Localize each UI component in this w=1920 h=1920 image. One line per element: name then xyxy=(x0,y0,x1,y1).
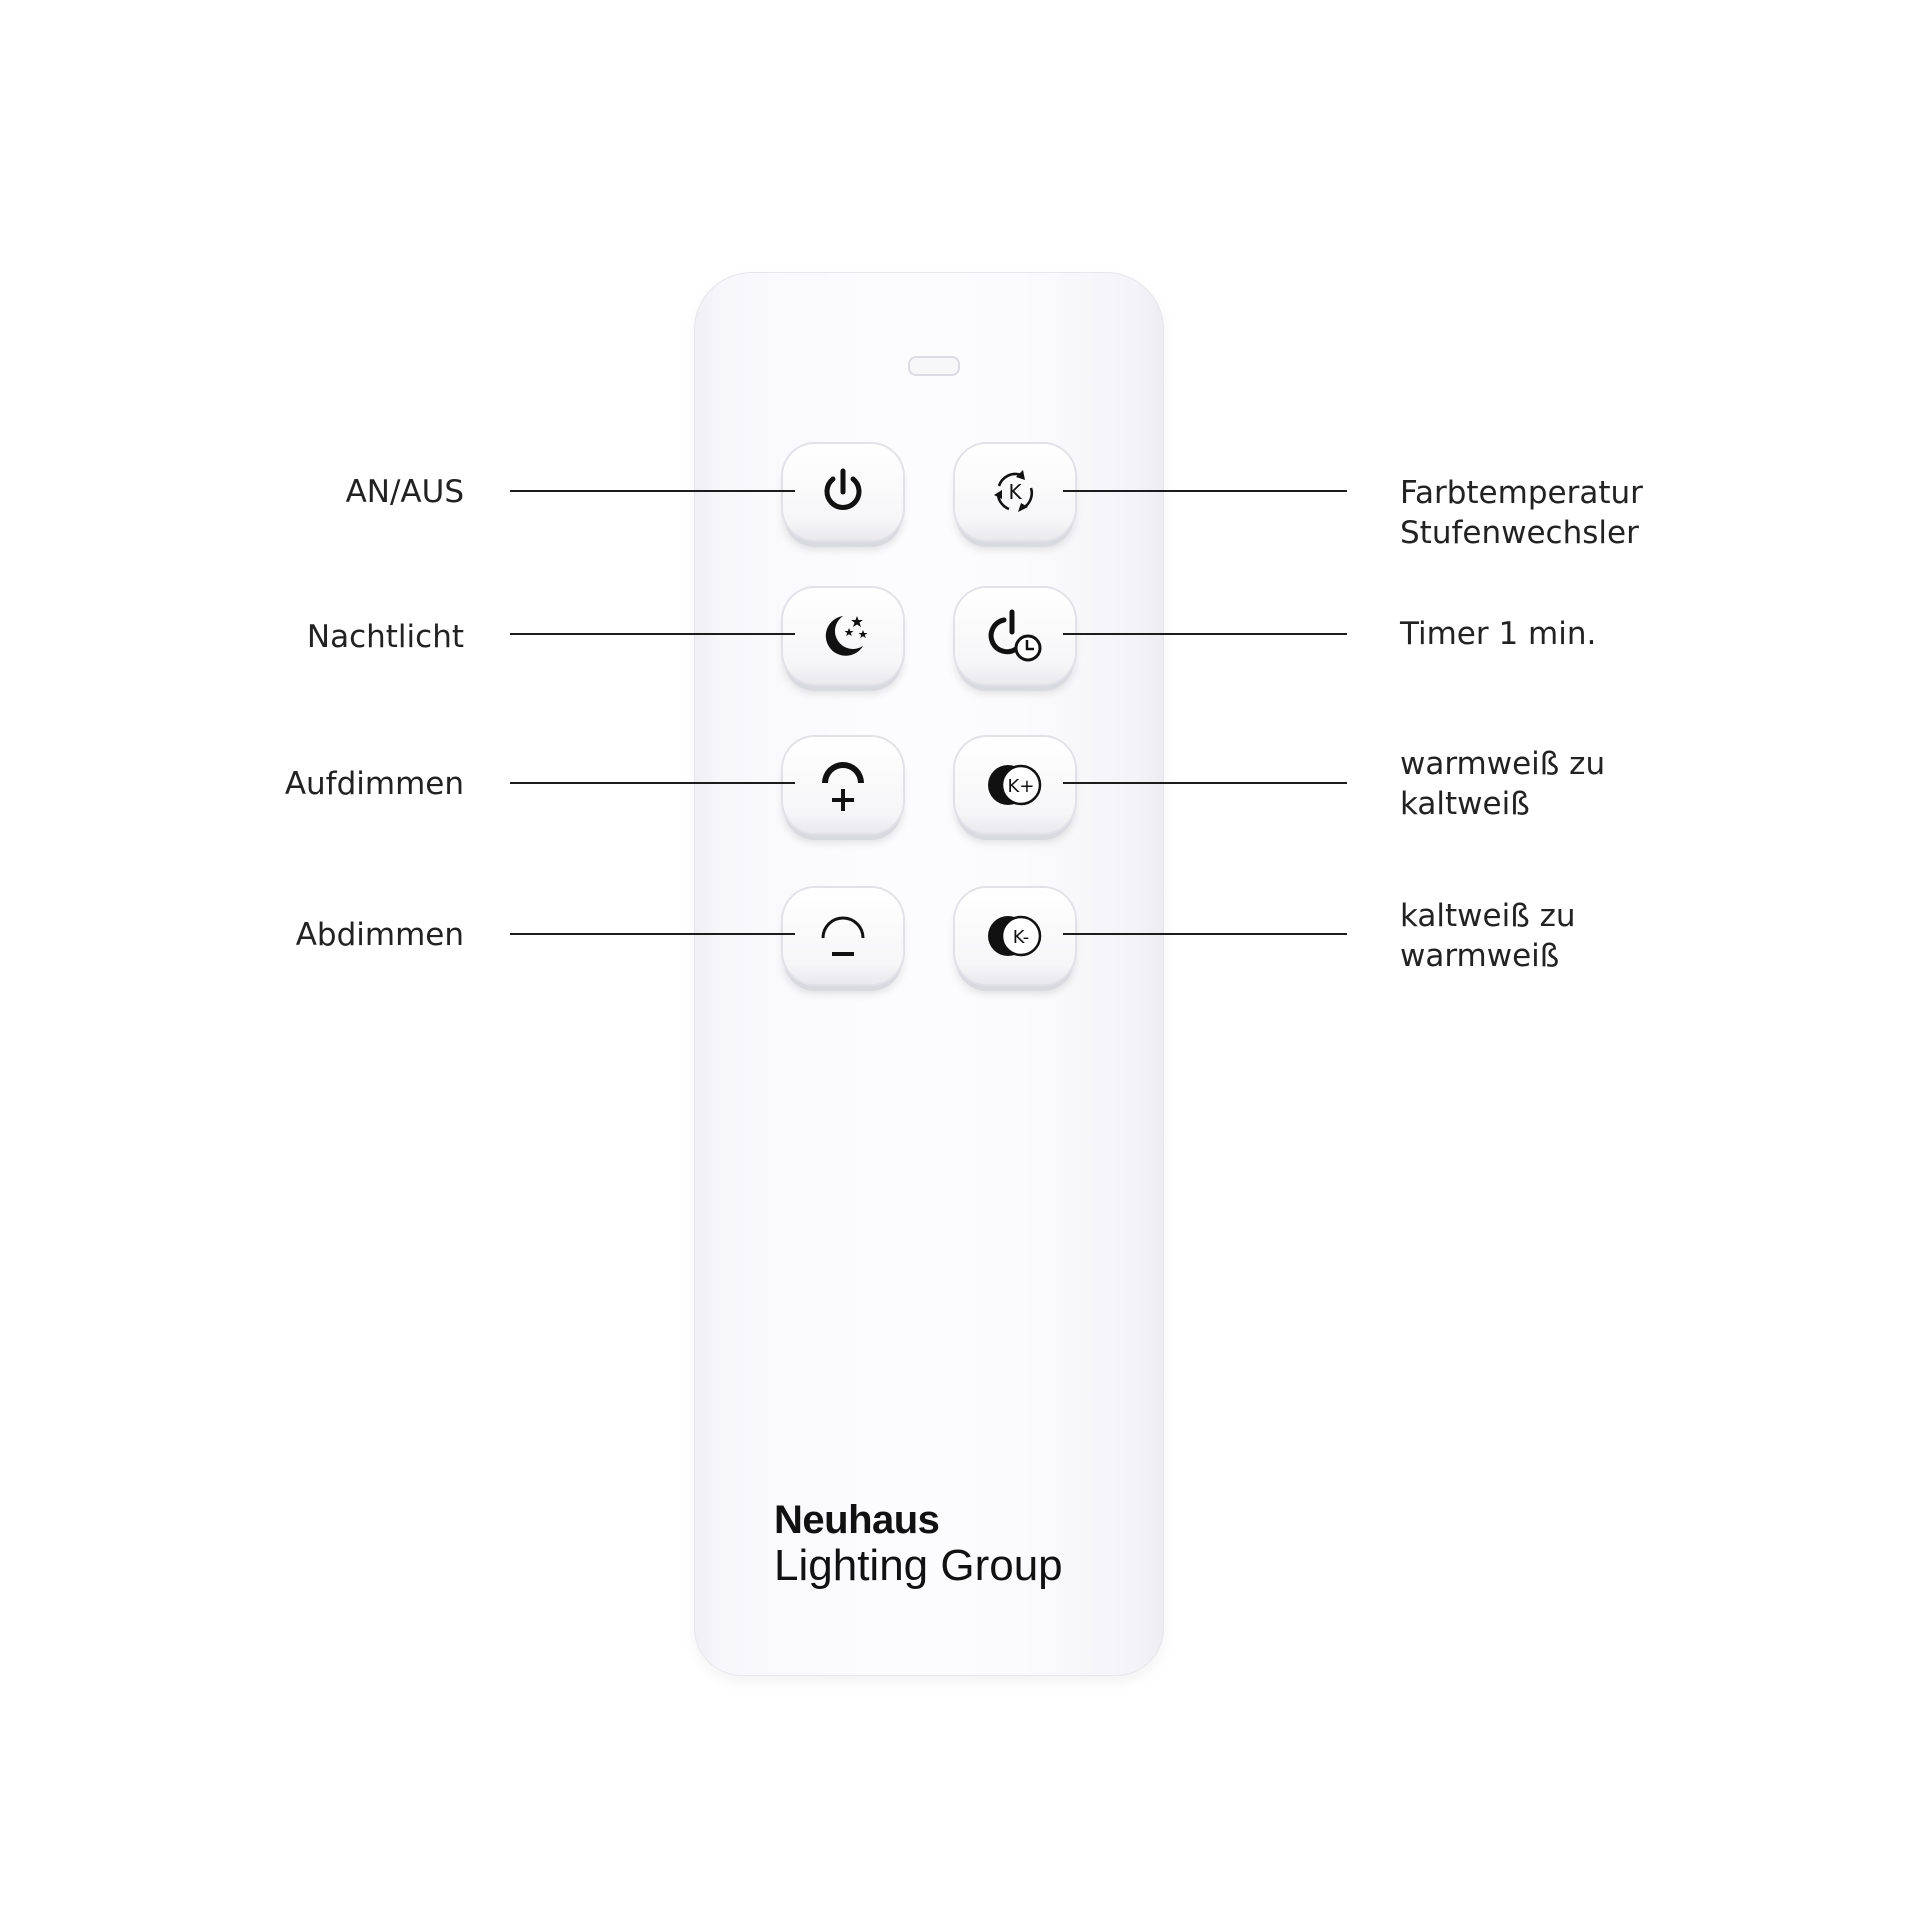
brand-subtitle: Lighting Group xyxy=(774,1541,1063,1590)
leader-line-timer xyxy=(1063,633,1347,635)
dim-up-icon xyxy=(822,762,864,811)
moon-stars-icon xyxy=(825,616,868,656)
power-icon xyxy=(824,468,862,510)
remote-control: K xyxy=(694,272,1164,1676)
label-night-light-text: Nachtlicht xyxy=(306,619,464,655)
kelvin-plus-icon: K+ xyxy=(988,764,1042,806)
label-color-temperature-line1: Farbtemperatur xyxy=(1400,475,1643,511)
label-warm-to-cold-line1: warmweiß zu xyxy=(1400,746,1606,782)
label-on-off-text: AN/AUS xyxy=(345,474,464,510)
leader-line-on-off xyxy=(510,490,795,492)
leader-line-color-temperature xyxy=(1063,490,1347,492)
night-light-button[interactable] xyxy=(783,588,903,684)
leader-line-warm-to-cold xyxy=(1063,782,1347,784)
label-color-temperature: Farbtemperatur Stufenwechsler xyxy=(1400,473,1643,553)
dim-up-button[interactable] xyxy=(783,737,903,833)
kelvin-minus-glyph: K- xyxy=(1013,927,1029,948)
status-led xyxy=(908,356,960,376)
label-dim-up: Aufdimmen xyxy=(285,764,464,804)
leader-line-dim-up xyxy=(510,782,795,784)
dim-down-button[interactable] xyxy=(783,888,903,984)
label-dim-down: Abdimmen xyxy=(296,915,464,955)
brand-name: Neuhaus xyxy=(774,1498,940,1542)
power-clock-icon xyxy=(988,609,1042,662)
label-timer-text: Timer 1 min. xyxy=(1400,616,1597,652)
color-temperature-cycle-icon: K xyxy=(994,470,1034,512)
label-timer: Timer 1 min. xyxy=(1400,614,1596,654)
dim-down-icon xyxy=(821,916,865,956)
leader-line-dim-down xyxy=(510,933,795,935)
label-on-off: AN/AUS xyxy=(346,472,464,512)
label-dim-up-text: Aufdimmen xyxy=(284,766,464,802)
kelvin-plus-glyph: K+ xyxy=(1008,776,1035,797)
label-dim-down-text: Abdimmen xyxy=(295,917,464,953)
brand-logo: Neuhaus Lighting Group xyxy=(774,1498,1063,1590)
label-cold-to-warm-line2: warmweiß xyxy=(1400,938,1560,974)
color-temperature-glyph: K xyxy=(1008,480,1022,504)
kelvin-minus-icon: K- xyxy=(988,915,1042,957)
label-color-temperature-line2: Stufenwechsler xyxy=(1400,515,1639,551)
label-cold-to-warm: kaltweiß zu warmweiß xyxy=(1400,896,1576,976)
warm-to-cold-button[interactable]: K+ xyxy=(955,737,1075,833)
label-warm-to-cold: warmweiß zu kaltweiß xyxy=(1400,744,1605,824)
label-cold-to-warm-line1: kaltweiß zu xyxy=(1400,898,1576,934)
cold-to-warm-button[interactable]: K- xyxy=(955,888,1075,984)
label-night-light: Nachtlicht xyxy=(307,617,464,657)
power-button[interactable] xyxy=(783,444,903,540)
color-temperature-button[interactable]: K xyxy=(955,444,1075,540)
leader-line-night-light xyxy=(510,633,795,635)
leader-line-cold-to-warm xyxy=(1063,933,1347,935)
timer-button[interactable] xyxy=(955,588,1075,684)
label-warm-to-cold-line2: kaltweiß xyxy=(1400,786,1530,822)
